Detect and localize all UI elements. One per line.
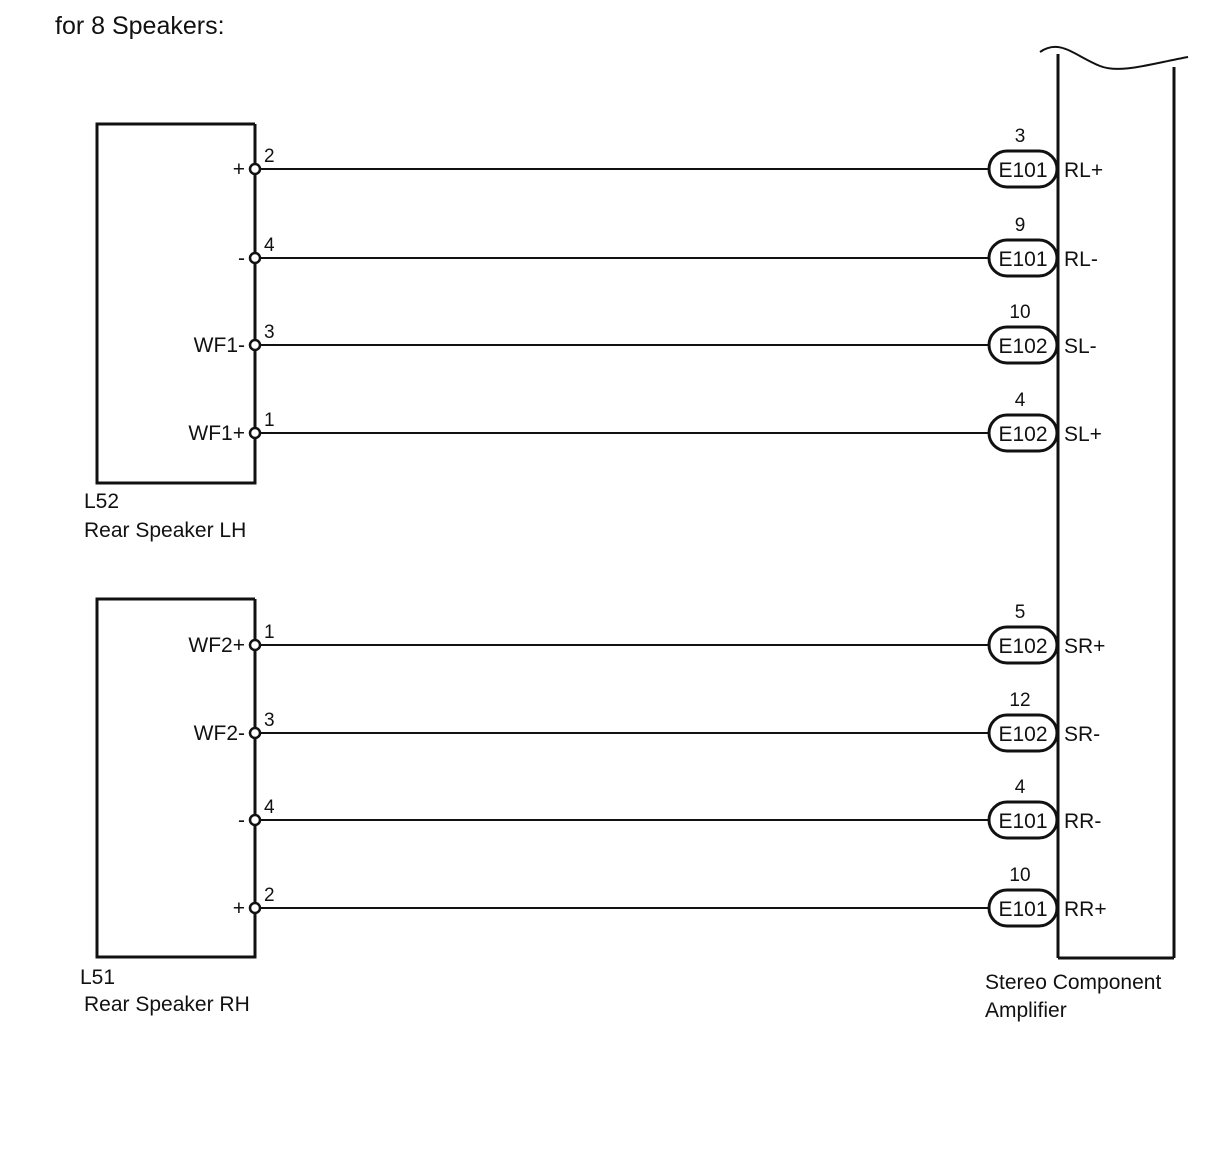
amp-pin-number: 5 xyxy=(1015,602,1026,623)
amplifier-label-line2: Amplifier xyxy=(985,999,1067,1022)
amp-pin-number: 10 xyxy=(1009,302,1030,323)
pin-label: WF1+ xyxy=(188,422,245,445)
amp-terminal-label: RL- xyxy=(1064,248,1098,271)
speaker-box-lh: L52 Rear Speaker LH xyxy=(84,122,257,542)
connector-badge xyxy=(987,413,1059,453)
amp-terminal-label: RR- xyxy=(1064,810,1101,833)
pin-terminal xyxy=(248,901,262,915)
pin-label: + xyxy=(233,158,245,181)
connector-code: E101 xyxy=(998,159,1047,182)
connector-code: E101 xyxy=(998,248,1047,271)
wire-group: +2E1013RL+-4E1019RL-WF1-3E10210SL-WF1+1E… xyxy=(188,126,1107,928)
connector-badge xyxy=(987,888,1059,928)
speaker-box-rh: L51 Rear Speaker RH xyxy=(80,597,257,1016)
pin-terminal xyxy=(248,251,262,265)
amp-terminal-label: SR+ xyxy=(1064,635,1105,658)
connector-badge xyxy=(987,238,1059,278)
speaker-name: Rear Speaker RH xyxy=(84,993,250,1016)
pin-number: 3 xyxy=(264,322,275,343)
connector-badge xyxy=(987,325,1059,365)
pin-label: - xyxy=(238,809,245,832)
pin-label: WF2+ xyxy=(188,634,245,657)
pin-number: 1 xyxy=(264,622,275,643)
connector-code: E102 xyxy=(998,635,1047,658)
amp-terminal-label: SL+ xyxy=(1064,423,1102,446)
amplifier-box: Stereo Component Amplifier xyxy=(985,45,1189,1022)
speaker-code: L52 xyxy=(84,490,119,513)
amp-pin-number: 4 xyxy=(1015,390,1026,411)
connector-code: E101 xyxy=(998,898,1047,921)
connector-badge xyxy=(987,713,1059,753)
amp-pin-number: 4 xyxy=(1015,777,1026,798)
connector-code: E101 xyxy=(998,810,1047,833)
pin-label: - xyxy=(238,247,245,270)
pin-number: 2 xyxy=(264,146,275,167)
connector-code: E102 xyxy=(998,723,1047,746)
amp-terminal-label: RL+ xyxy=(1064,159,1103,182)
connector-badge xyxy=(987,625,1059,665)
pin-terminal xyxy=(248,426,262,440)
amp-pin-number: 12 xyxy=(1009,690,1030,711)
pin-terminal xyxy=(248,338,262,352)
pin-number: 4 xyxy=(264,235,275,256)
connector-badge xyxy=(987,800,1059,840)
connector-badge xyxy=(987,149,1059,189)
pin-terminal xyxy=(248,813,262,827)
pin-terminal xyxy=(248,726,262,740)
pin-label: WF1- xyxy=(194,334,245,357)
page-title: for 8 Speakers: xyxy=(55,12,225,40)
amplifier-label-line1: Stereo Component xyxy=(985,971,1161,994)
amp-terminal-label: RR+ xyxy=(1064,898,1107,921)
connector-code: E102 xyxy=(998,423,1047,446)
speaker-name: Rear Speaker LH xyxy=(84,519,246,542)
pin-number: 3 xyxy=(264,710,275,731)
amp-pin-number: 10 xyxy=(1009,865,1030,886)
amp-pin-number: 9 xyxy=(1015,215,1026,236)
speaker-code: L51 xyxy=(80,966,115,989)
pin-number: 2 xyxy=(264,885,275,906)
amp-terminal-label: SR- xyxy=(1064,723,1100,746)
connector-code: E102 xyxy=(998,335,1047,358)
amp-terminal-label: SL- xyxy=(1064,335,1097,358)
pin-terminal xyxy=(248,638,262,652)
pin-label: WF2- xyxy=(194,722,245,745)
amp-pin-number: 3 xyxy=(1015,126,1026,147)
pin-number: 1 xyxy=(264,410,275,431)
pin-number: 4 xyxy=(264,797,275,818)
pin-label: + xyxy=(233,897,245,920)
pin-terminal xyxy=(248,162,262,176)
